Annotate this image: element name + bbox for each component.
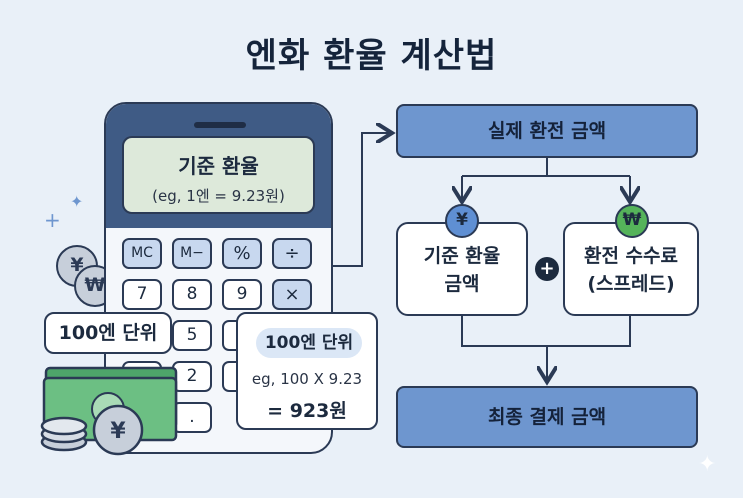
key-m-minus[interactable]: M− (172, 238, 212, 269)
sparkle-icon: ✦ (70, 192, 84, 211)
page-title: 엔화 환율 계산법 (245, 36, 498, 76)
calculator-screen: 기준 환율 (eg, 1엔 = 9.23원) (122, 136, 315, 214)
exchange-fee-line1: 환전 수수료 (583, 245, 678, 267)
won-coin-icon: ₩ (615, 204, 649, 238)
key-multiply[interactable]: × (272, 279, 312, 310)
yen-coin-icon: ¥ (445, 204, 479, 238)
calculator-solar-panel (194, 122, 246, 128)
example-result: = 923원 (267, 400, 347, 422)
final-payment-amount-box: 최종 결제 금액 (396, 386, 698, 448)
screen-sub-text: (eg, 1엔 = 9.23원) (152, 187, 285, 205)
key-percent[interactable]: % (222, 238, 262, 269)
base-rate-line2: 금액 (444, 273, 480, 295)
exchange-fee-line2: (스프레드) (587, 273, 675, 295)
example-pill: 100엔 단위 (256, 328, 362, 358)
screen-main-text: 기준 환율 (178, 154, 259, 178)
sparkle-icon: + (44, 208, 61, 232)
yen-coin-icon (92, 404, 144, 456)
sparkle-icon: ✦ (698, 452, 717, 477)
money-illustration: ¥ (40, 366, 178, 456)
key-5[interactable]: 5 (172, 320, 212, 351)
key-7[interactable]: 7 (122, 279, 162, 310)
key-divide[interactable]: ÷ (272, 238, 312, 269)
calc-to-top-arrow (333, 133, 390, 267)
actual-exchange-amount-box: 실제 환전 금액 (396, 104, 698, 158)
key-dot[interactable]: . (172, 402, 212, 433)
key-mc[interactable]: MC (122, 238, 162, 269)
example-expression: eg, 100 X 9.23 (251, 370, 363, 388)
key-8[interactable]: 8 (172, 279, 212, 310)
example-card: 100엔 단위 eg, 100 X 9.23 = 923원 (236, 312, 378, 430)
base-rate-line1: 기준 환율 (423, 245, 501, 267)
plus-icon: + (535, 257, 559, 281)
unit-label: 100엔 단위 (44, 312, 172, 354)
key-9[interactable]: 9 (222, 279, 262, 310)
yen-symbol: ¥ (110, 419, 126, 444)
coin-stack-icon (40, 416, 88, 436)
split-line (462, 158, 630, 177)
